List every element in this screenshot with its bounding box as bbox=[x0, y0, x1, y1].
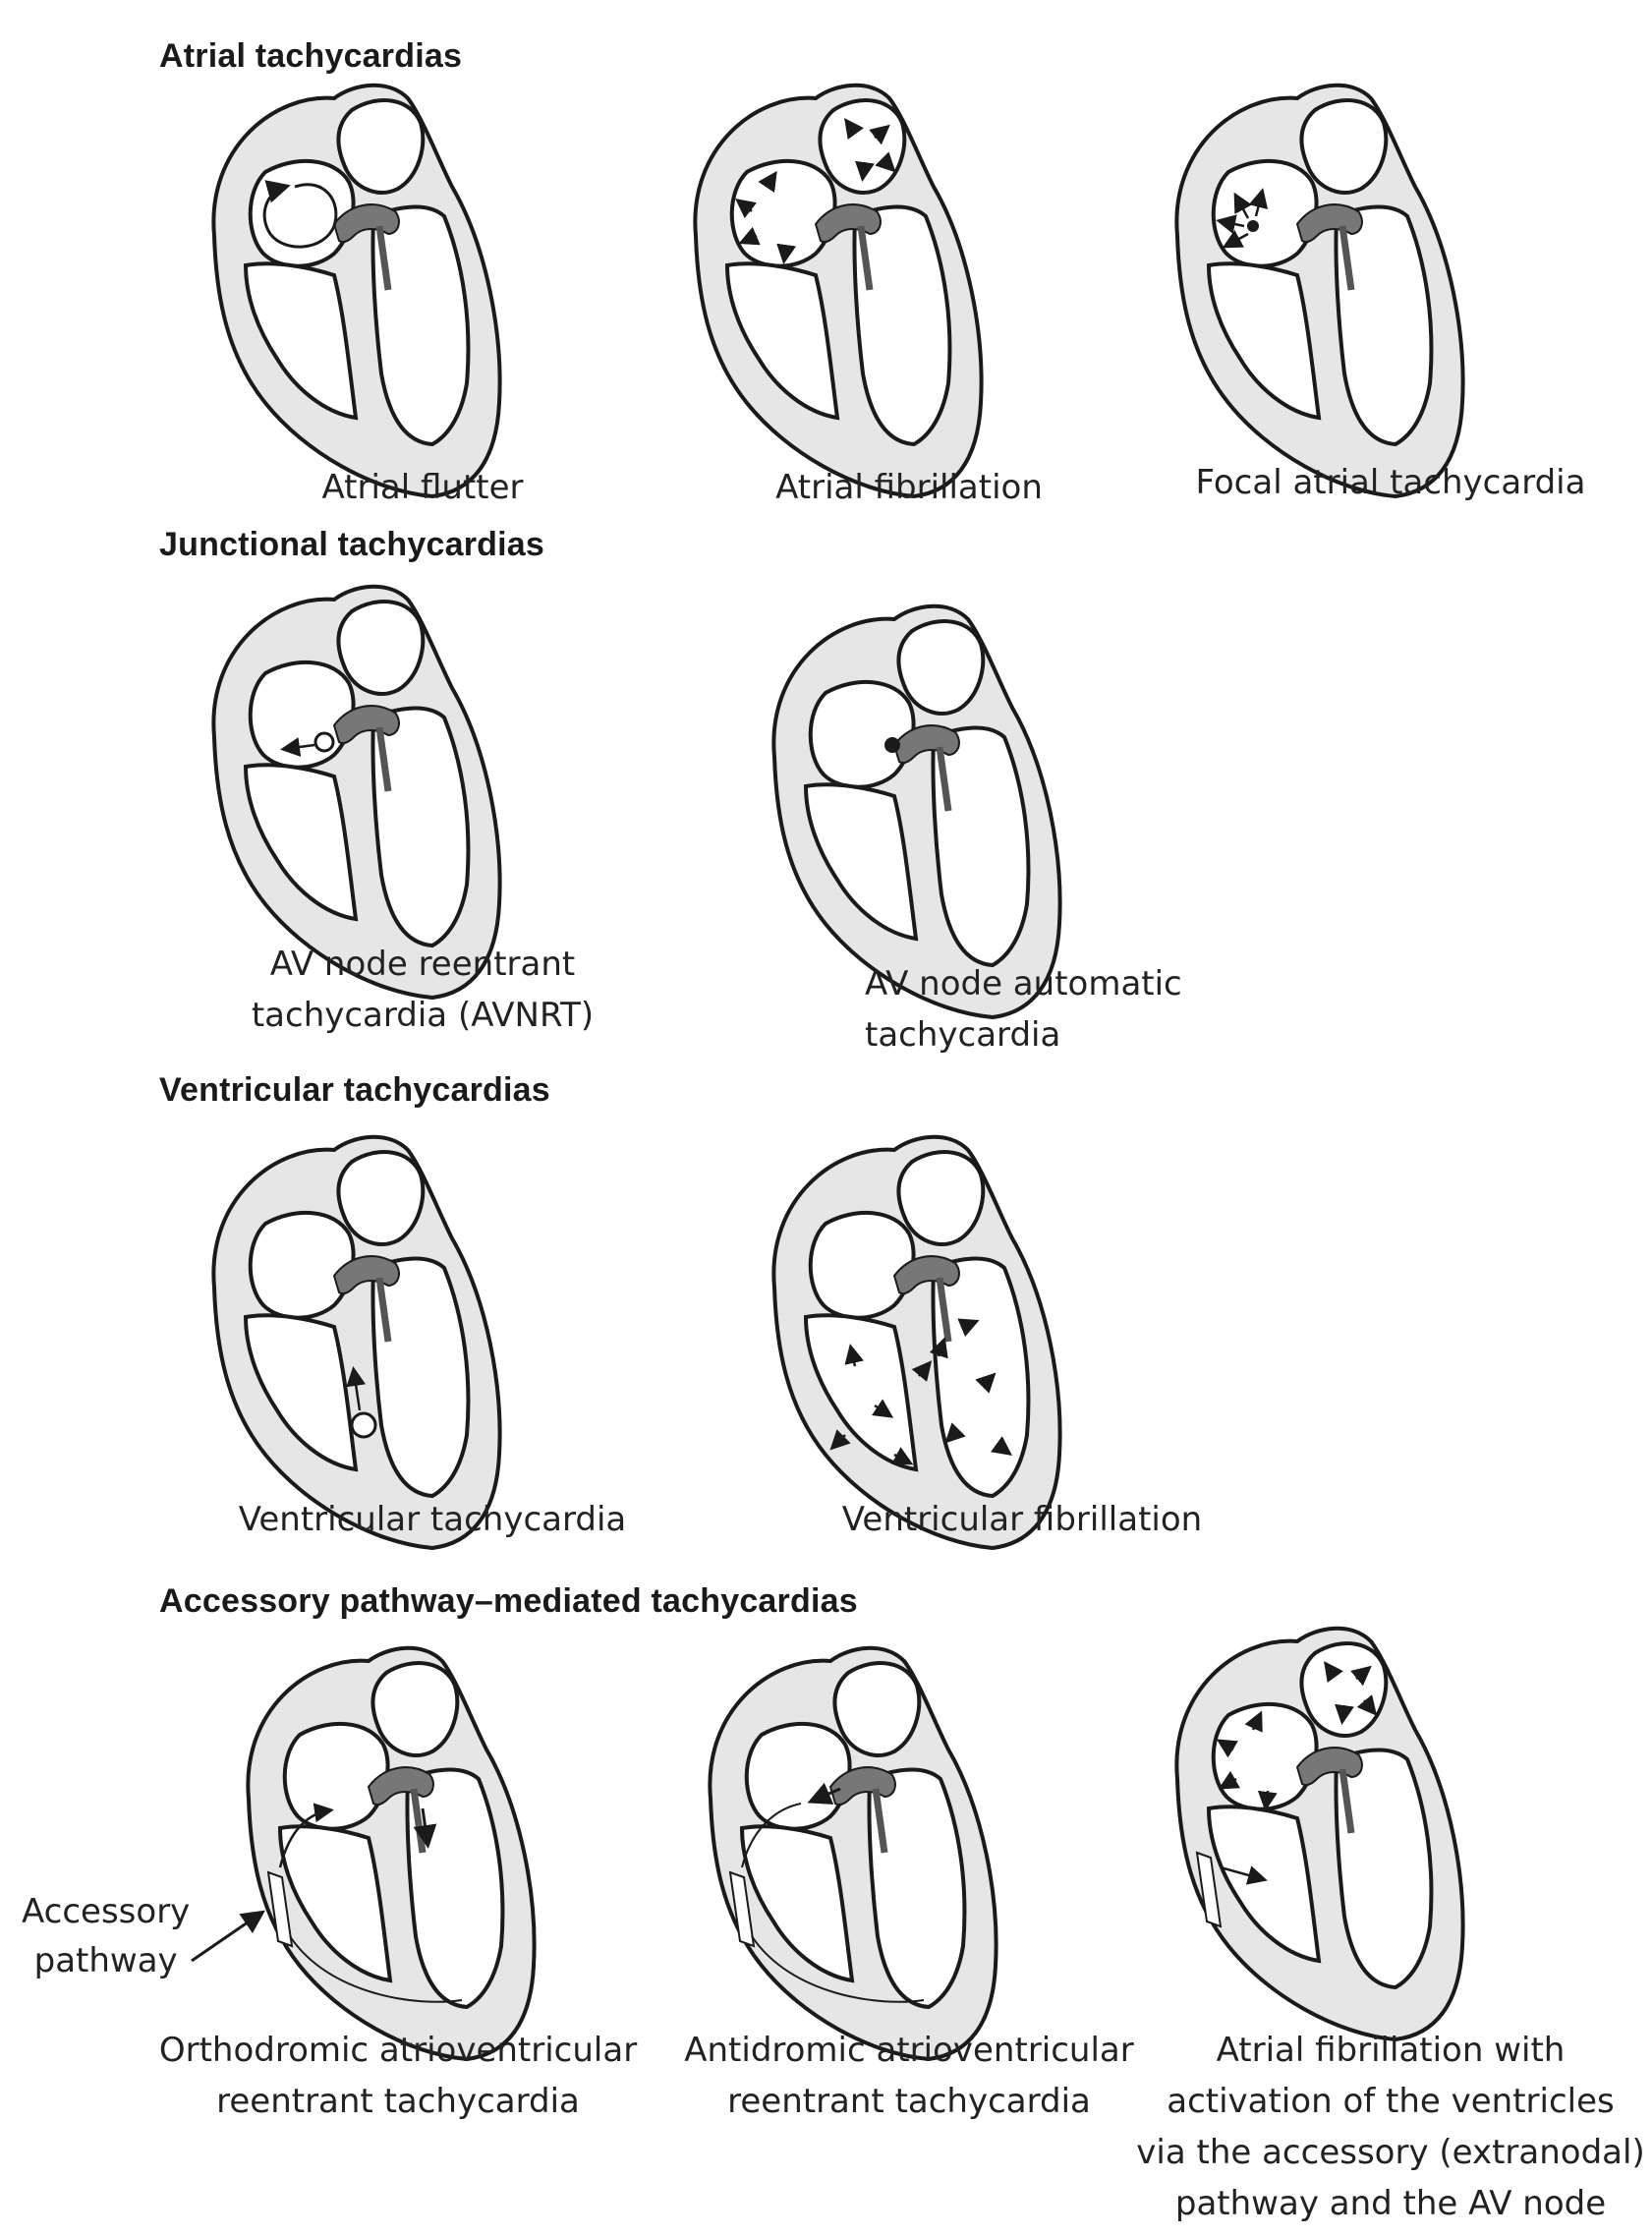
section-title-ventricular: Ventricular tachycardias bbox=[159, 1071, 550, 1110]
caption-line: Ventricular fibrillation bbox=[826, 1494, 1219, 1545]
caption-ventricular-tachycardia: Ventricular tachycardia bbox=[236, 1494, 629, 1545]
accessory-label-line: Accessory bbox=[22, 1887, 190, 1936]
section-title-accessory: Accessory pathway–mediated tachycardias bbox=[159, 1582, 858, 1621]
caption-line: pathway and the AV node bbox=[1135, 2178, 1646, 2229]
caption-atrial-flutter: Atrial flutter bbox=[260, 462, 585, 513]
accessory-pathway-pointer-arrow bbox=[187, 1902, 275, 1971]
caption-atrial-fibrillation: Atrial fibrillation bbox=[742, 462, 1076, 513]
caption-focal-atrial-tachycardia: Focal atrial tachycardia bbox=[1194, 457, 1587, 508]
caption-antidromic: Antidromic atrioventricular reentrant ta… bbox=[678, 2025, 1140, 2127]
accessory-pathway-label: Accessory pathway bbox=[22, 1887, 190, 1985]
caption-line: Atrial fibrillation with bbox=[1135, 2025, 1646, 2076]
caption-ventricular-fibrillation: Ventricular fibrillation bbox=[826, 1494, 1219, 1545]
caption-line: tachycardia (AVNRT) bbox=[246, 990, 599, 1041]
heart-antidromic-diagram bbox=[683, 1641, 1017, 2074]
caption-av-automatic: AV node automatic tachycardia bbox=[865, 958, 1199, 1061]
caption-orthodromic: Orthodromic atrioventricular reentrant t… bbox=[147, 2025, 649, 2127]
caption-avnrt: AV node reentrant tachycardia (AVNRT) bbox=[246, 939, 599, 1041]
heart-af-accessory-diagram bbox=[1150, 1622, 1484, 2054]
heart-orthodromic-diagram bbox=[221, 1641, 555, 2074]
caption-line: Ventricular tachycardia bbox=[236, 1494, 629, 1545]
caption-line: AV node reentrant bbox=[246, 939, 599, 990]
caption-line: Focal atrial tachycardia bbox=[1194, 457, 1587, 508]
caption-line: via the accessory (extranodal) bbox=[1135, 2127, 1646, 2178]
caption-line: reentrant tachycardia bbox=[678, 2076, 1140, 2127]
caption-line: activation of the ventricles bbox=[1135, 2076, 1646, 2127]
caption-line: Orthodromic atrioventricular bbox=[147, 2025, 649, 2076]
accessory-label-line: pathway bbox=[22, 1936, 190, 1985]
caption-line: Antidromic atrioventricular bbox=[678, 2025, 1140, 2076]
heart-focal-atrial-diagram bbox=[1150, 79, 1484, 511]
caption-line: AV node automatic bbox=[865, 958, 1199, 1009]
caption-line: Atrial flutter bbox=[260, 462, 585, 513]
caption-line: Atrial fibrillation bbox=[742, 462, 1076, 513]
section-title-junctional: Junctional tachycardias bbox=[159, 526, 544, 564]
caption-line: reentrant tachycardia bbox=[147, 2076, 649, 2127]
section-title-atrial: Atrial tachycardias bbox=[159, 37, 462, 76]
caption-line: tachycardia bbox=[865, 1009, 1199, 1061]
heart-atrial-fibrillation-diagram bbox=[668, 79, 1002, 511]
heart-atrial-flutter-diagram bbox=[187, 79, 521, 511]
caption-af-accessory: Atrial fibrillation with activation of t… bbox=[1135, 2025, 1646, 2229]
